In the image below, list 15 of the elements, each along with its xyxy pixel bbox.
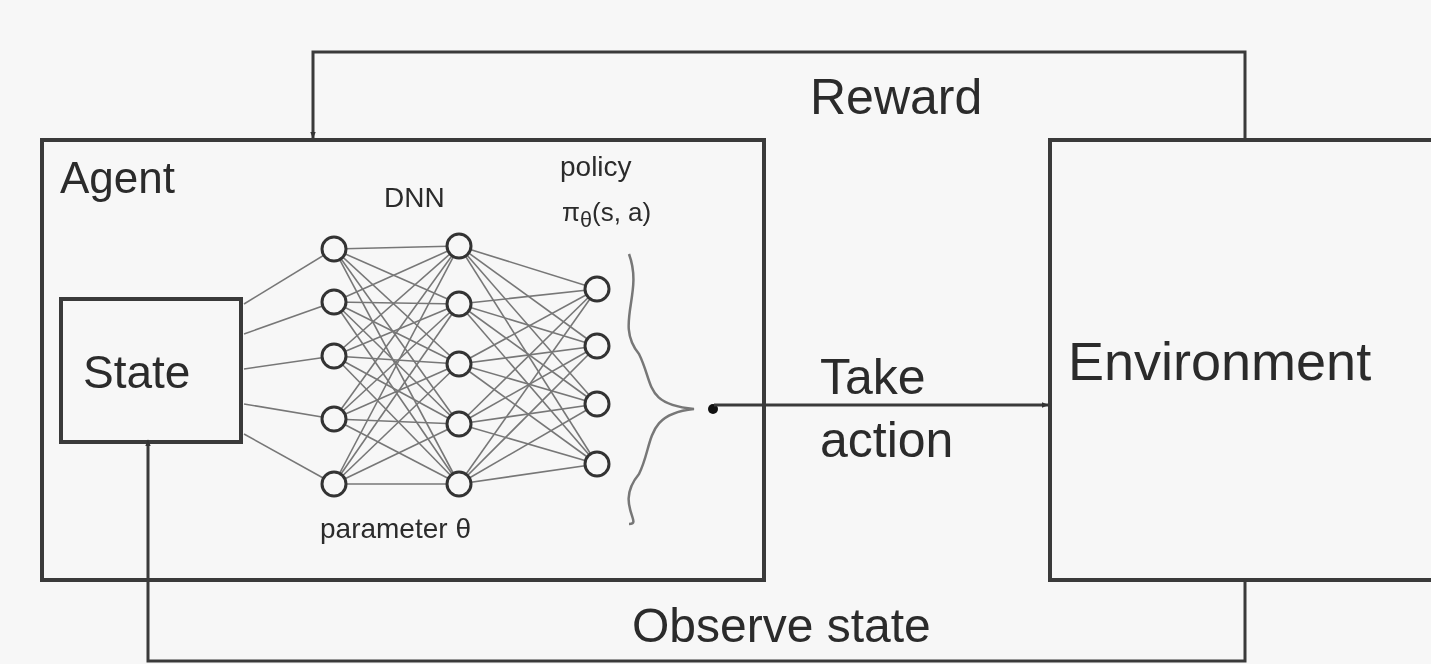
edge-label: Observe state	[632, 600, 931, 653]
arrow	[310, 50, 1247, 139]
environment-box	[1048, 138, 1431, 582]
edge-label: Reward	[810, 70, 983, 125]
node-title: Agent	[60, 154, 175, 203]
policy-label: policy	[560, 152, 632, 183]
agent-box	[40, 138, 766, 582]
edge-label: Take action	[820, 348, 955, 470]
policy-formula: π$_{θ}$(s, a)	[562, 198, 652, 232]
node-title: Environment	[1068, 332, 1372, 392]
parameter-label: parameter θ	[320, 514, 471, 545]
layer-label: DNN	[384, 183, 445, 214]
node-title: State	[83, 347, 191, 398]
arrow	[714, 402, 1049, 408]
state-box	[59, 297, 243, 444]
